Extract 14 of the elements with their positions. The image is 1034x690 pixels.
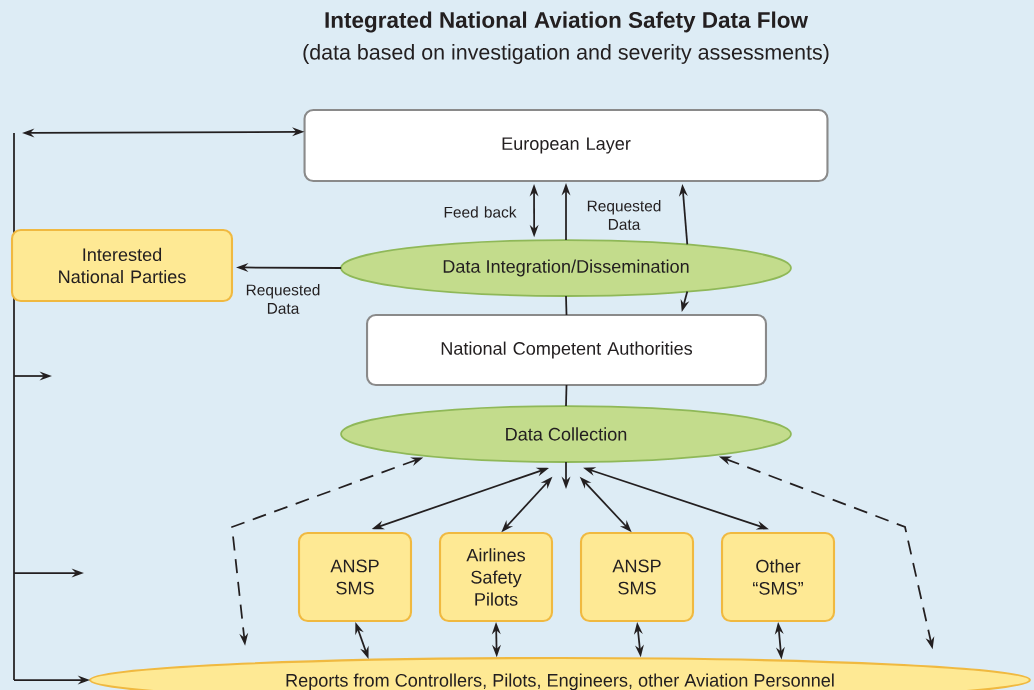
- process-box: ANSP SMS: [579, 531, 695, 623]
- edge-label: Feed back: [444, 206, 517, 218]
- process-box: National Competent Authorities: [366, 313, 768, 387]
- connector-line: [565, 384, 568, 407]
- connector-line: [565, 295, 568, 316]
- process-box: Airlines Safety Pilots: [438, 531, 554, 623]
- edge-label: Requested Data: [246, 284, 320, 314]
- edge-label: Requested Data: [587, 200, 661, 230]
- process-box: ANSP SMS: [297, 531, 413, 623]
- process-box: Other “SMS”: [720, 531, 836, 623]
- process-box: Interested National Parties: [10, 228, 234, 303]
- process-box: European Layer: [303, 108, 829, 183]
- title: Integrated National Aviation Safety Data Flow: [325, 11, 809, 33]
- subtitle: (data based on investigation and severity assessments): [303, 44, 829, 64]
